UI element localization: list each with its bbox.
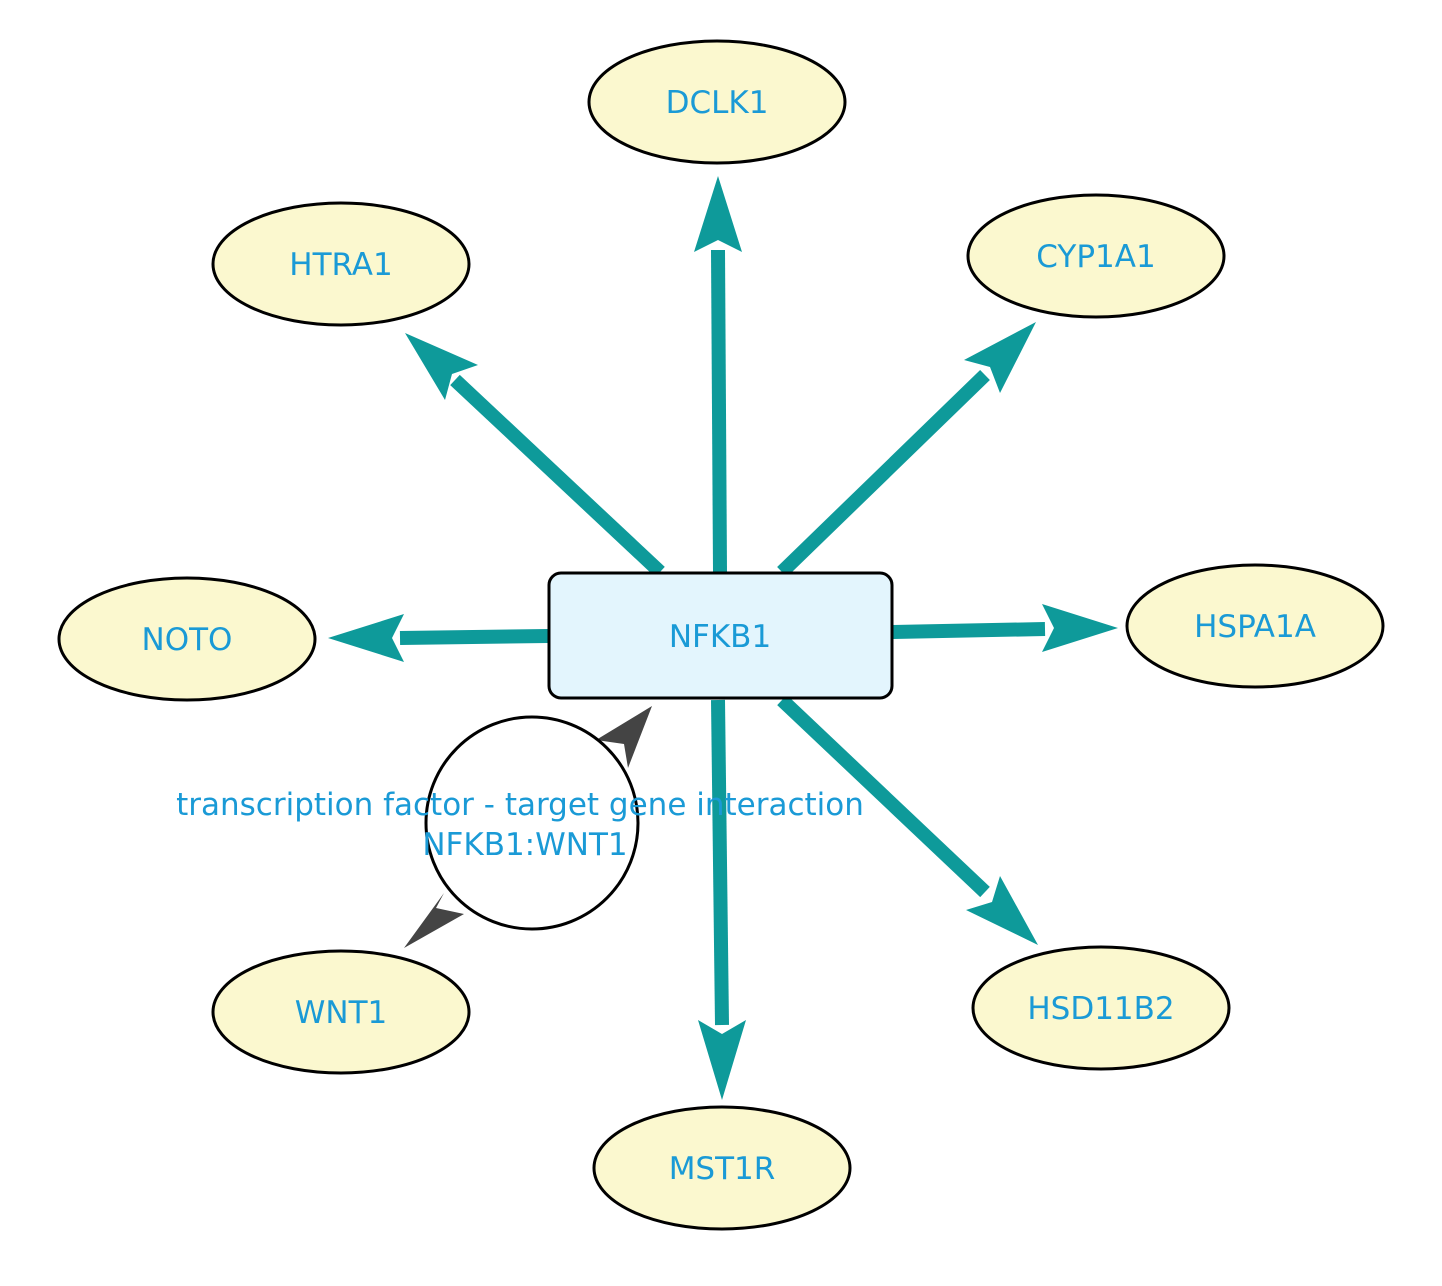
gene-node-cyp1a1[interactable]: CYP1A1 <box>966 193 1226 319</box>
hub-label: NFKB1 <box>669 619 771 655</box>
edge-nfkb1-noto <box>328 614 549 662</box>
gene-node-wnt1[interactable]: WNT1 <box>211 949 471 1075</box>
edge-nfkb1-dclk1 <box>694 176 742 573</box>
edge-nfkb1-htra1 <box>405 333 665 578</box>
gene-label-noto: NOTO <box>142 622 233 658</box>
gene-node-hsd11b2[interactable]: HSD11B2 <box>971 945 1231 1071</box>
hub-node-nfkb1[interactable]: NFKB1 <box>547 571 894 700</box>
edge-interaction-wnt1 <box>404 893 464 948</box>
gene-label-cyp1a1: CYP1A1 <box>1036 239 1155 275</box>
gene-label-htra1: HTRA1 <box>289 247 392 283</box>
gene-label-hsd11b2: HSD11B2 <box>1027 991 1174 1027</box>
gene-label-dclk1: DCLK1 <box>666 85 769 121</box>
interaction-type-label: transcription factor - target gene inter… <box>176 787 864 823</box>
interaction-pair-label: NFKB1:WNT1 <box>422 827 627 863</box>
gene-node-hspa1a[interactable]: HSPA1A <box>1125 563 1385 689</box>
edge-nfkb1-hsd11b2 <box>777 694 1038 945</box>
gene-node-htra1[interactable]: HTRA1 <box>211 201 471 327</box>
edge-nfkb1-interaction <box>596 706 652 768</box>
edge-nfkb1-mst1r <box>698 699 746 1100</box>
gene-label-hspa1a: HSPA1A <box>1194 609 1316 645</box>
gene-node-dclk1[interactable]: DCLK1 <box>587 39 847 165</box>
gene-node-noto[interactable]: NOTO <box>57 576 317 702</box>
gene-node-mst1r[interactable]: MST1R <box>592 1105 852 1231</box>
gene-label-wnt1: WNT1 <box>295 995 388 1031</box>
edge-nfkb1-cyp1a1 <box>777 322 1036 578</box>
edges <box>328 176 1118 1100</box>
interaction-node[interactable] <box>424 715 640 931</box>
gene-label-mst1r: MST1R <box>669 1151 776 1187</box>
edge-nfkb1-hspa1a <box>892 604 1118 652</box>
